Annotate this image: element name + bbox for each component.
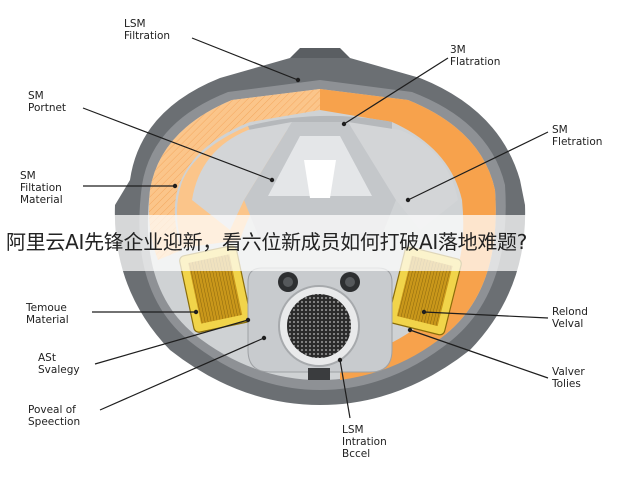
- label-sm-portnet: SM Portnet: [28, 90, 67, 114]
- label-valver-tolies: Valver Tolies: [552, 366, 585, 390]
- nose-notch: [304, 160, 336, 198]
- speech-diaphragm-mesh: [287, 294, 351, 358]
- label-3m-flatration: 3M Flatration: [450, 44, 501, 68]
- leader-lines: [82, 37, 549, 419]
- right-gray-panel: [348, 122, 458, 230]
- label-lsm-filtration: LSΜ Filtration: [124, 18, 171, 42]
- label-ast-svalegy: ASt Svalegy: [38, 352, 80, 376]
- left-orange-band: [149, 89, 320, 260]
- left-gray-panel: [192, 122, 292, 230]
- label-sm-fletration: SM Fletration: [552, 124, 603, 148]
- label-temoue-material: Temoue Material: [26, 302, 69, 326]
- title-banner: [0, 215, 640, 271]
- label-lsm-intration-bccel: LSM Intration Bccel: [342, 424, 387, 460]
- label-poveal-of-speection: Poveal of Speection: [28, 404, 81, 428]
- label-relond-velval: Relond Velval: [552, 306, 588, 330]
- top-tab: [290, 48, 350, 58]
- leader-dots: [172, 77, 427, 363]
- right-orange-band: [320, 89, 496, 380]
- label-sm-filtation-material: SM Filtation Material: [20, 170, 63, 206]
- banner-title: 阿里云AI先锋企业迎新，看六位新成员如何打破AI落地难题?: [6, 230, 528, 254]
- bottom-tab: [308, 368, 330, 380]
